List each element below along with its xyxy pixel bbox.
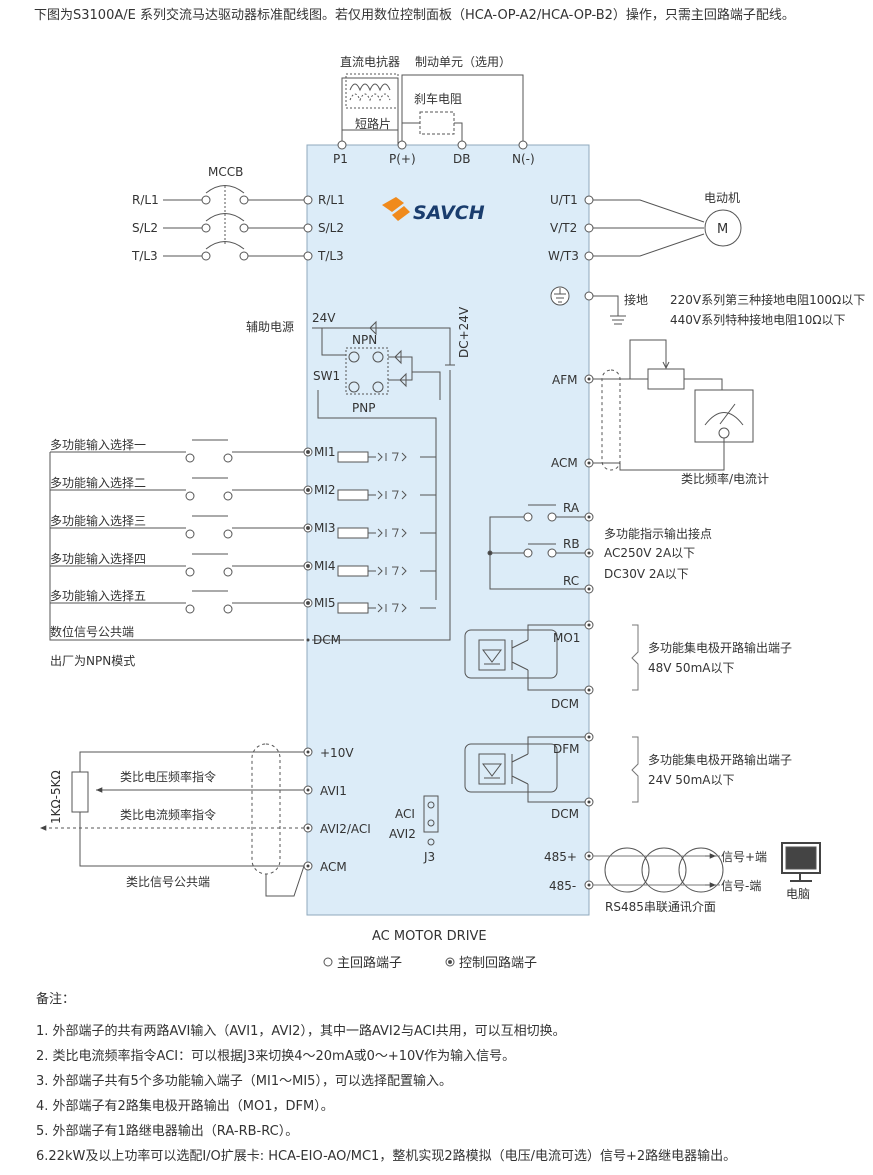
v24-label: 24V xyxy=(312,311,336,325)
sw1-label: SW1 xyxy=(313,369,340,383)
acm-out-label: ACM xyxy=(551,456,578,470)
aux-power-label: 辅助电源 xyxy=(246,320,294,334)
note-line: 4. 外部端子有2路集电极开路输出（MO1，DFM）。 xyxy=(36,1099,334,1114)
motor-label: 电动机 xyxy=(704,191,740,205)
note-line: 1. 外部端子的共有两路AVI输入（AVI1，AVI2），其中一路AVI2与AC… xyxy=(36,1024,566,1039)
mo1-note-2: 48V 50mA以下 xyxy=(648,661,734,675)
computer-icon xyxy=(781,842,821,882)
mi-terminal: MI2 xyxy=(314,483,336,497)
common-term: DCM xyxy=(313,633,341,647)
wiring-diagram: 多功能输入选择一 MI1 多功能输入选择二 MI2 多功能输入选择三 MI3 多功能输入选择… xyxy=(40,54,865,971)
inner-sl2: S/L2 xyxy=(318,221,344,235)
afm-label: AFM xyxy=(552,373,577,387)
mi-input-label: 多功能输入选择三 xyxy=(50,513,146,528)
term-n-minus: N(-) xyxy=(512,152,535,166)
brake-unit-label: 制动单元（选用） xyxy=(415,55,511,69)
note-line: 3. 外部端子共有5个多功能输入端子（MI1～MI5），可以选择配置输入。 xyxy=(36,1074,452,1089)
motor xyxy=(704,209,742,247)
pc-label: 电脑 xyxy=(786,887,810,901)
j3-avi2-label: AVI2 xyxy=(389,827,416,841)
ground-label: 接地 xyxy=(624,292,648,307)
rs485-plus: 485+ xyxy=(544,850,577,864)
mo1-note-1: 多功能集电极开路输出端子 xyxy=(648,640,792,655)
ground-note-1: 220V系列第三种接地电阻100Ω以下 xyxy=(670,292,865,307)
rs485-label: RS485串联通讯介面 xyxy=(605,900,716,914)
dc24-label: DC+24V xyxy=(457,306,471,358)
term-p1: P1 xyxy=(333,152,348,166)
acm-in-label: ACM xyxy=(320,860,347,874)
output-wt3: W/T3 xyxy=(548,249,579,263)
volt-cmd-label: 类比电压频率指令 xyxy=(120,769,216,784)
curr-cmd-label: 类比电流频率指令 xyxy=(120,807,216,822)
v10-label: +10V xyxy=(320,746,354,760)
mi-input-label: 多功能输入选择五 xyxy=(50,588,146,603)
factory-note: 出厂为NPN模式 xyxy=(50,654,135,668)
mi-terminal: MI1 xyxy=(314,445,336,459)
mi-terminal: MI3 xyxy=(314,521,336,535)
savch-logo: SAVCH xyxy=(382,197,485,224)
note-line: 5. 外部端子有1路继电器输出（RA-RB-RC）。 xyxy=(36,1124,299,1139)
signal-plus-label: 信号+端 xyxy=(721,850,767,864)
inner-rl1: R/L1 xyxy=(318,193,345,207)
meter-label: 类比频率/电流计 xyxy=(681,471,769,486)
notes: 备注： 1. 外部端子的共有两路AVI输入（AVI1，AVI2），其中一路AVI… xyxy=(36,988,866,1169)
mi-terminal: MI4 xyxy=(314,559,336,573)
legend-main: 主回路端子 xyxy=(337,955,402,971)
analog-common-label: 类比信号公共端 xyxy=(126,875,210,889)
avi1-label: AVI1 xyxy=(320,784,347,798)
pnp-label: PNP xyxy=(352,401,375,415)
mccb-breaker xyxy=(163,185,304,261)
npn-label: NPN xyxy=(352,333,377,347)
j3-label: J3 xyxy=(423,850,435,864)
ground-note-2: 440V系列特种接地电阻10Ω以下 xyxy=(670,312,846,327)
mccb-label: MCCB xyxy=(208,165,243,179)
input-rl1: R/L1 xyxy=(132,193,159,207)
mo1-dcm-label: DCM xyxy=(551,697,579,711)
signal-minus-label: 信号-端 xyxy=(721,879,761,893)
relay-note-3: DC30V 2A以下 xyxy=(604,567,689,581)
common-label: 数位信号公共端 xyxy=(50,624,134,639)
drive-label: AC MOTOR DRIVE xyxy=(372,929,487,944)
mo1-label: MO1 xyxy=(553,631,580,645)
relay-note-1: 多功能指示输出接点 xyxy=(604,526,712,541)
term-p-plus: P(+) xyxy=(389,152,416,166)
dfm-label: DFM xyxy=(553,742,580,756)
avi2-aci-label: AVI2/ACI xyxy=(320,822,371,836)
motor-symbol: M xyxy=(717,222,728,237)
relay-rc: RC xyxy=(563,574,579,588)
mi-terminal: MI5 xyxy=(314,596,336,610)
mi-input-label: 多功能输入选择一 xyxy=(50,437,146,452)
relay-rb: RB xyxy=(563,537,580,551)
notes-title: 备注： xyxy=(36,992,76,1007)
term-db: DB xyxy=(453,152,470,166)
output-ut1: U/T1 xyxy=(550,193,578,207)
note-line: 6.22kW及以上功率可以选配I/O扩展卡: HCA-EIO-AO/MC1，整机… xyxy=(36,1149,737,1164)
pot-label: 1KΩ-5KΩ xyxy=(49,770,63,824)
legend-ctrl: 控制回路端子 xyxy=(459,955,537,971)
rs485-minus: 485- xyxy=(549,879,576,893)
reactor-label: 直流电抗器 xyxy=(340,54,400,69)
logo-text: SAVCH xyxy=(413,202,485,224)
input-tl3: T/L3 xyxy=(131,249,158,263)
dfm-note-1: 多功能集电极开路输出端子 xyxy=(648,752,792,767)
short-piece-label: 短路片 xyxy=(355,116,391,131)
dfm-dcm-label: DCM xyxy=(551,807,579,821)
relay-ra: RA xyxy=(563,501,580,515)
j3-aci-label: ACI xyxy=(395,807,415,821)
intro-text: 下图为S3100A/E 系列交流马达驱动器标准配线图。若仅用数位控制面板（HCA… xyxy=(34,8,795,23)
inner-tl3: T/L3 xyxy=(317,249,344,263)
output-vt2: V/T2 xyxy=(550,221,577,235)
mi-input-label: 多功能输入选择四 xyxy=(50,551,146,566)
brake-resistor-label: 刹车电阻 xyxy=(414,91,462,106)
note-line: 2. 类比电流频率指令ACI：可以根据J3来切换4～20mA或0～+10V作为输… xyxy=(36,1049,516,1064)
relay-note-2: AC250V 2A以下 xyxy=(604,546,695,560)
mi-input-label: 多功能输入选择二 xyxy=(50,475,146,490)
dfm-note-2: 24V 50mA以下 xyxy=(648,773,734,787)
input-sl2: S/L2 xyxy=(132,221,158,235)
